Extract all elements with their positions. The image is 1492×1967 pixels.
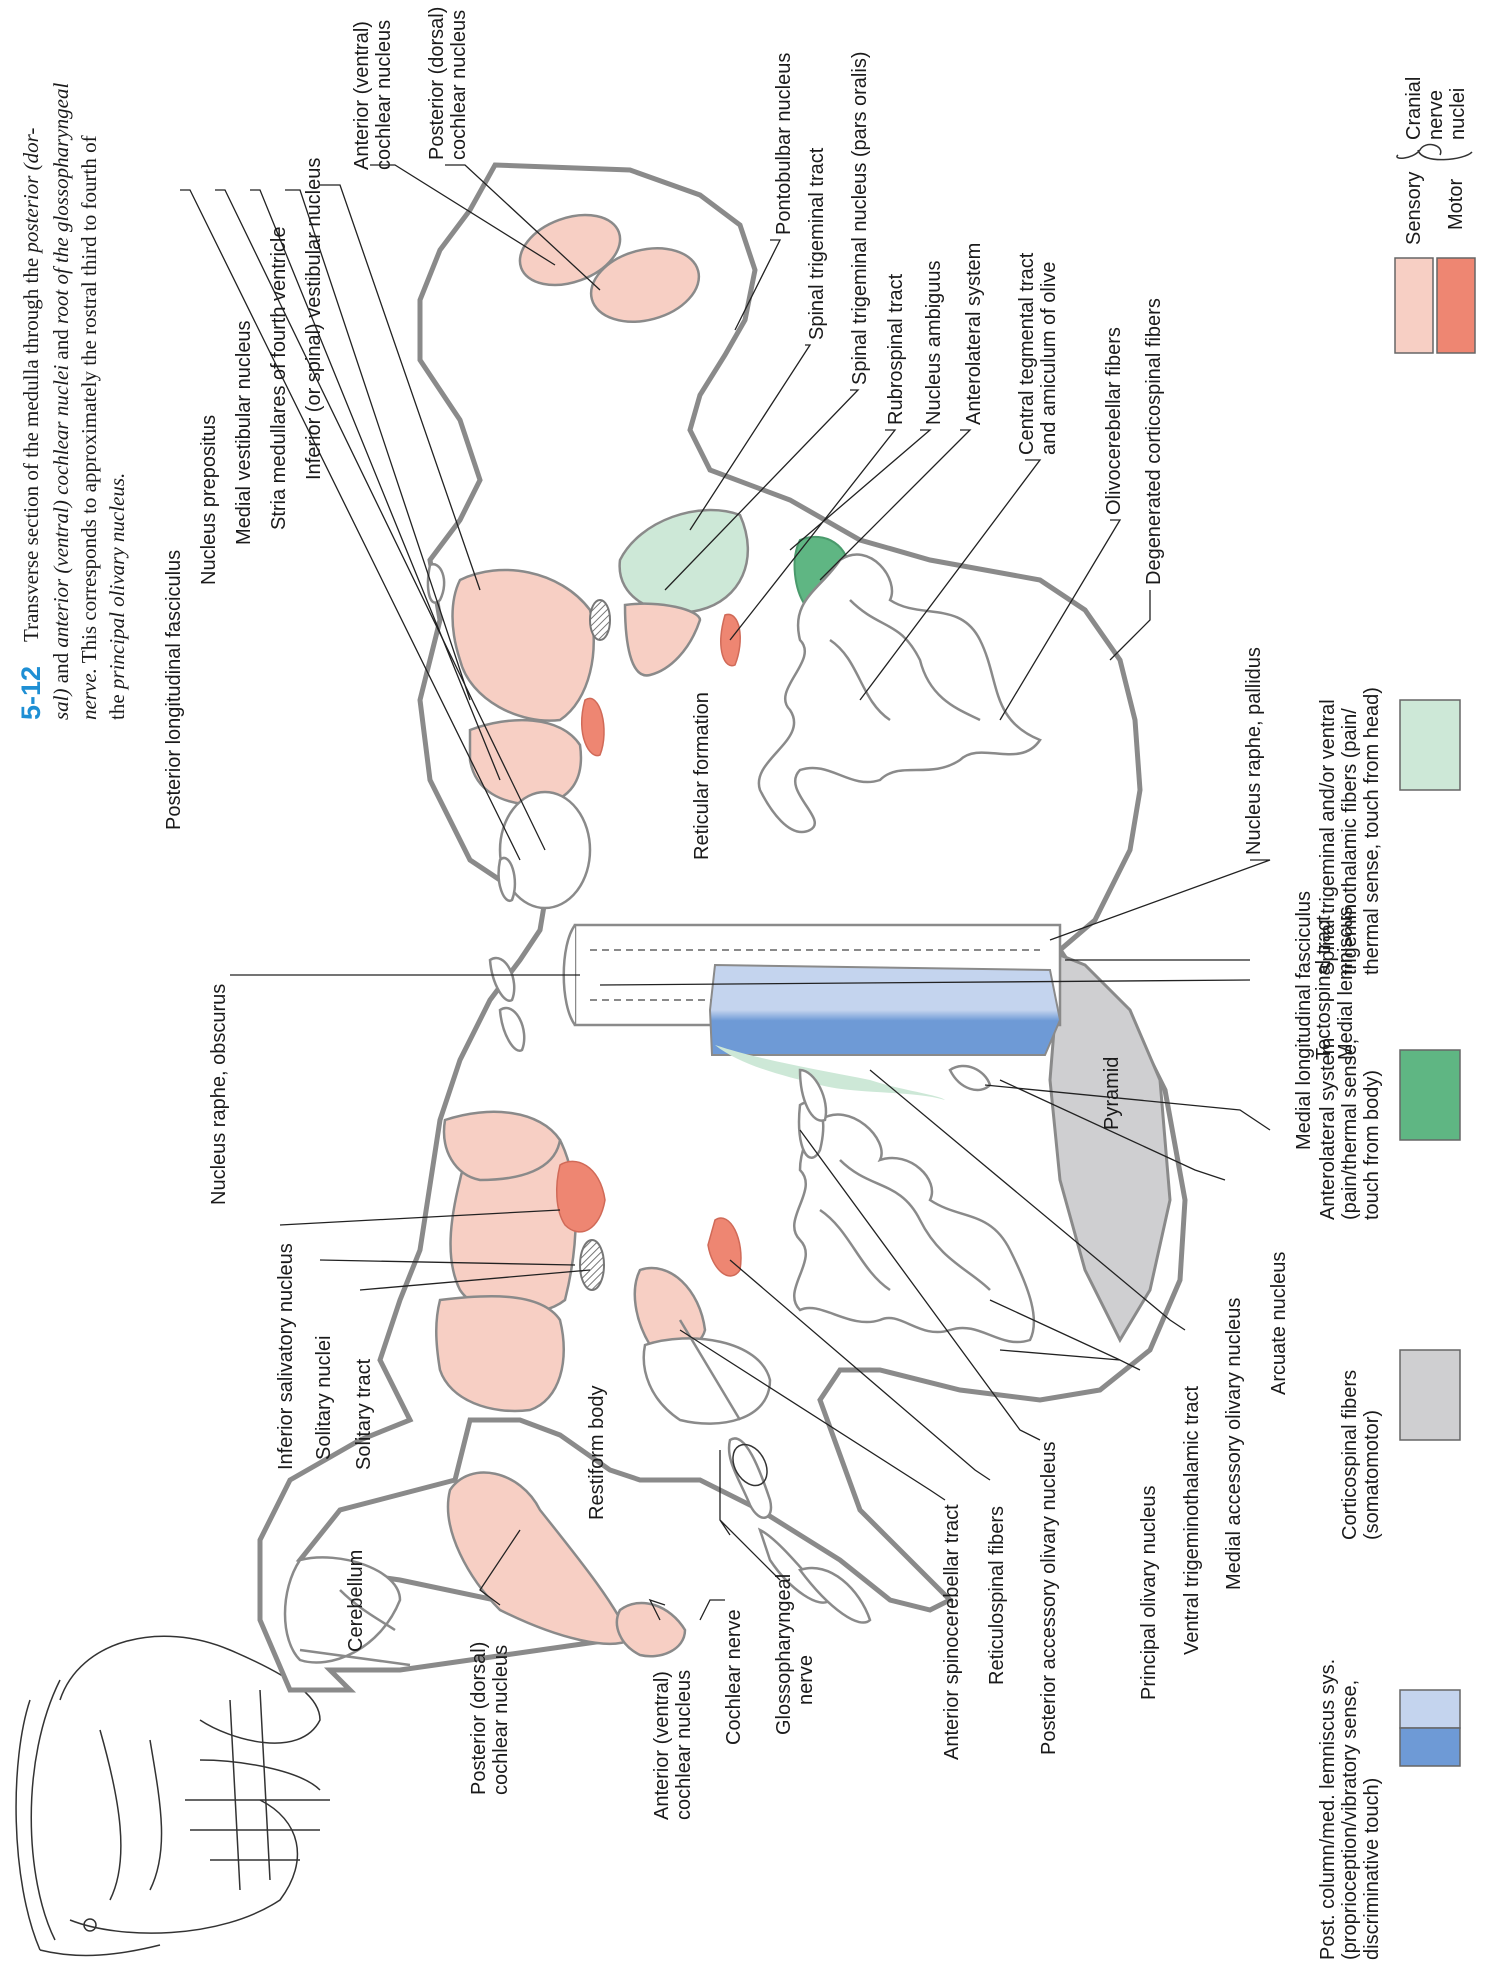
- label-restiform-body: Restiform body: [586, 1386, 608, 1521]
- legend-swatch-corticospinal: [1400, 1350, 1460, 1440]
- legend-item-corticospinal: Corticospinal fibers (somatomotor): [1339, 1350, 1460, 1540]
- label-solitary-tract: Solitary tract: [353, 1358, 375, 1470]
- label-stria-medullares: Stria medullares of fourth ventricle: [268, 227, 290, 530]
- label-central-tegmental: Central tegmental tractand amiculum of o…: [1016, 252, 1060, 455]
- label-nucleus-raphe-obscurus: Nucleus raphe, obscurus: [208, 984, 230, 1205]
- label-medial-vestibular: Medial vestibular nucleus: [233, 320, 255, 545]
- label-ventral-trigeminothalamic: Ventral trigeminothalamic tract: [1181, 1386, 1203, 1655]
- label-medial-longitudinal-fasciculus: Medial longitudinal fasciculus: [1293, 891, 1315, 1150]
- label-cerebellum: Cerebellum: [345, 1550, 367, 1652]
- legend-item-trigeminal: Spinal trigeminal and/or ventral trigemi…: [1317, 687, 1460, 975]
- figure-number: 5-12: [16, 666, 46, 720]
- label-reticulospinal-fibers: Reticulospinal fibers: [986, 1506, 1008, 1685]
- label-anterior-cochlear-right: Anterior (ventral)cochlear nucleus: [351, 20, 395, 170]
- label-medial-accessory-olivary: Medial accessory olivary nucleus: [1223, 1298, 1245, 1590]
- label-nucleus-prepositus: Nucleus prepositus: [198, 415, 220, 585]
- svg-text:Motor: Motor: [1445, 179, 1467, 230]
- label-solitary-nuclei: Solitary nuclei: [313, 1335, 335, 1460]
- label-spinal-trigeminal-nucleus: Spinal trigeminal nucleus (pars oralis): [849, 52, 871, 385]
- legend-item-cranial-nerve-nuclei: Sensory Motor Cranial nerve nuclei: [1395, 71, 1475, 353]
- label-pontobulbar-nucleus: Pontobulbar nucleus: [773, 53, 795, 235]
- svg-text:Cranial nerve: Cranial nerve nuclei: [1403, 71, 1469, 140]
- label-principal-olivary: Principal olivary nucleus: [1138, 1485, 1160, 1700]
- label-rubrospinal-tract: Rubrospinal tract: [885, 273, 907, 425]
- anterior-cochlear-nucleus-left: [617, 1603, 685, 1656]
- svg-text:the principal olivary nucleus.: the principal olivary nucleus.: [105, 473, 129, 720]
- legend-item-anterolateral: Anterolateral system (pain/thermal sense…: [1317, 1032, 1460, 1220]
- label-nucleus-raphe-pallidus: Nucleus raphe, pallidus: [1243, 647, 1265, 855]
- legend-item-lemniscus: Post. column/med. lemniscus sys. (propri…: [1317, 1653, 1460, 1960]
- label-posterior-accessory-olivary: Posterior accessory olivary nucleus: [1038, 1442, 1060, 1755]
- figure-caption: 5-12 Transverse section of the medulla t…: [16, 83, 129, 720]
- medial-lemniscus-region: [710, 965, 1060, 1055]
- label-posterior-longitudinal-fasciculus: Posterior longitudinal fasciculus: [163, 550, 185, 830]
- label-pyramid: Pyramid: [1101, 1057, 1123, 1130]
- legend-swatch-sensory: [1395, 258, 1433, 353]
- label-reticular-formation: Reticular formation: [691, 692, 713, 860]
- legend-swatch-trigeminal: [1400, 700, 1460, 790]
- svg-text:nerve. This corresponds to app: nerve. This corresponds to approximately…: [77, 135, 101, 720]
- label-posterior-cochlear-left: Posterior (dorsal)cochlear nucleus: [468, 1642, 512, 1795]
- label-arcuate-nucleus: Arcuate nucleus: [1268, 1252, 1290, 1395]
- legend-brace: [1397, 145, 1472, 160]
- solitary-tract-left: [580, 1240, 604, 1290]
- label-inferior-salivatory: Inferior salivatory nucleus: [275, 1243, 297, 1470]
- svg-text:Spinal trigeminal and/or ventr: Spinal trigeminal and/or ventral trigemi…: [1317, 687, 1383, 975]
- legend-swatch-motor: [1437, 258, 1475, 353]
- label-olivocerebellar: Olivocerebellar fibers: [1103, 327, 1125, 515]
- legend-swatch-lemniscus-light: [1400, 1690, 1460, 1728]
- svg-text:Sensory: Sensory: [1403, 172, 1425, 245]
- label-cochlear-nerve: Cochlear nerve: [723, 1609, 745, 1745]
- label-degenerated-corticospinal: Degenerated corticospinal fibers: [1143, 298, 1165, 585]
- svg-text:Anterolateral system (: Anterolateral system (pain/thermal sense…: [1317, 1032, 1383, 1220]
- svg-text:Post. column/med. lemniscus sy: Post. column/med. lemniscus sys. (propri…: [1317, 1653, 1383, 1960]
- label-anterolateral-system: Anterolateral system: [963, 243, 985, 425]
- svg-text:Corticospinal fibers (: Corticospinal fibers (somatomotor): [1339, 1364, 1383, 1540]
- legend-swatch-anterolateral: [1400, 1050, 1460, 1140]
- label-anterior-cochlear-left: Anterior (ventral)cochlear nucleus: [651, 1670, 695, 1820]
- label-anterior-spinocerebellar: Anterior spinocerebellar tract: [941, 1504, 963, 1760]
- svg-text:sal) and anterior (ventral) co: sal) and anterior (ventral) cochlear nuc…: [49, 83, 73, 720]
- legend-swatch-lemniscus-dark: [1400, 1728, 1460, 1766]
- svg-text:Transverse section of the medu: Transverse section of the medulla throug…: [19, 128, 43, 642]
- label-inferior-vestibular: Inferior (or spinal) vestibular nucleus: [303, 158, 325, 480]
- label-nucleus-ambiguus: Nucleus ambiguus: [923, 260, 945, 425]
- solitary-nuclei-left: [436, 1296, 564, 1411]
- orientation-sketch: [16, 1636, 330, 1955]
- label-posterior-cochlear-right: Posterior (dorsal)cochlear nucleus: [426, 7, 470, 160]
- label-spinal-trigeminal-tract: Spinal trigeminal tract: [806, 147, 828, 340]
